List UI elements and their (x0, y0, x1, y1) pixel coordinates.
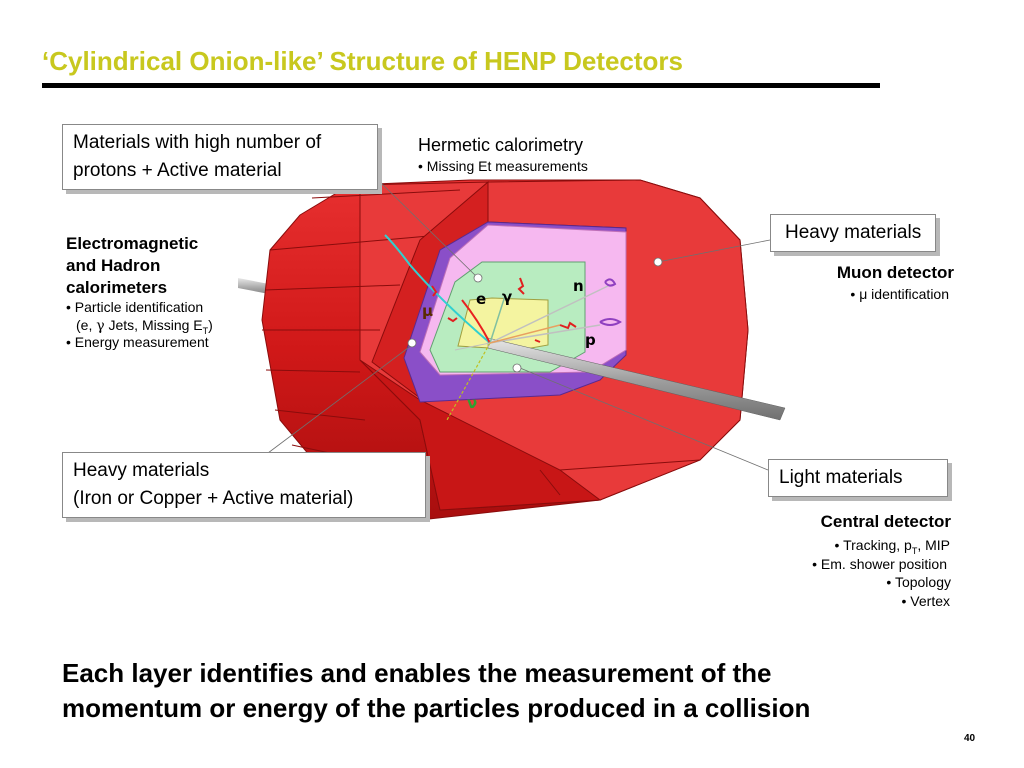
em-bullet-particle-id: • Particle identification (66, 299, 204, 315)
label-e: e (476, 290, 486, 308)
tracking-end: , MIP (917, 537, 950, 553)
central-bullet-vertex: • Vertex (901, 593, 950, 609)
callout-line: Materials with high number of (73, 132, 322, 153)
proton-track (489, 324, 601, 344)
callout-heavy-materials-iron: Heavy materials (Iron or Copper + Active… (62, 452, 426, 518)
electron-track (461, 299, 491, 344)
em-hadron-title: Electromagnetic and Hadron calorimeters (66, 233, 198, 299)
shower-blobs (431, 277, 622, 343)
em-title-line: calorimeters (66, 278, 168, 297)
leader-lines (267, 179, 771, 471)
label-mu: μ (422, 302, 433, 320)
em-list-mid: Jets, Missing E (104, 317, 203, 333)
central-bullet-shower: • Em. shower position (812, 556, 947, 572)
em-list-pre: (e, (76, 317, 97, 333)
leader-dots (407, 257, 663, 373)
tracking-text: • Tracking, p (834, 537, 912, 553)
em-title-line: Electromagnetic (66, 234, 199, 253)
central-bullet-tracking: • Tracking, pT, MIP (835, 536, 950, 560)
em-list-end: ) (208, 317, 213, 333)
muon-title: Muon detector (836, 263, 954, 282)
label-p: p (585, 331, 596, 349)
title-underline (42, 83, 880, 88)
gamma-symbol: γ (96, 318, 105, 334)
et-subscript: T (202, 325, 209, 336)
neutron-track (489, 284, 611, 344)
callout-heavy-materials: Heavy materials (770, 214, 937, 252)
page-number: 40 (964, 733, 976, 744)
summary-text: Each layer identifies and enables the me… (62, 656, 810, 726)
beam-pipe-right (487, 337, 786, 421)
particle-tracks (384, 234, 611, 421)
central-title: Central detector (820, 512, 951, 531)
pt-subscript: T (911, 545, 918, 556)
summary-line: Each layer identifies and enables the me… (62, 658, 772, 688)
callout-line: Heavy materials (785, 222, 922, 243)
muon-bullet: • μ identification (850, 286, 949, 302)
em-bullet-energy: • Energy measurement (66, 334, 209, 350)
em-title-line: and Hadron (66, 256, 161, 275)
callout-line: protons + Active material (73, 160, 282, 181)
label-gamma: γ (502, 288, 512, 306)
barrel-segment-lines (262, 189, 701, 496)
central-bullet-topology: • Topology (886, 574, 951, 590)
muon-track (384, 234, 491, 344)
label-nu: ν (467, 394, 477, 412)
hermetic-title: Hermetic calorimetry (418, 135, 584, 155)
callout-line: Heavy materials (73, 460, 210, 481)
summary-line: momentum or energy of the particles prod… (62, 693, 811, 723)
callout-line: Light materials (779, 467, 903, 488)
label-n: n (573, 277, 584, 295)
em-bullet-particle-list: (e, γ Jets, Missing ET) (76, 316, 213, 340)
callout-light-materials: Light materials (768, 459, 948, 497)
page-title: ‘Cylindrical Onion-like’ Structure of HE… (42, 46, 683, 76)
callout-high-proton-materials: Materials with high number of protons + … (62, 124, 378, 190)
callout-line: (Iron or Copper + Active material) (73, 488, 354, 509)
hermetic-bullet: • Missing Et measurements (418, 158, 588, 174)
